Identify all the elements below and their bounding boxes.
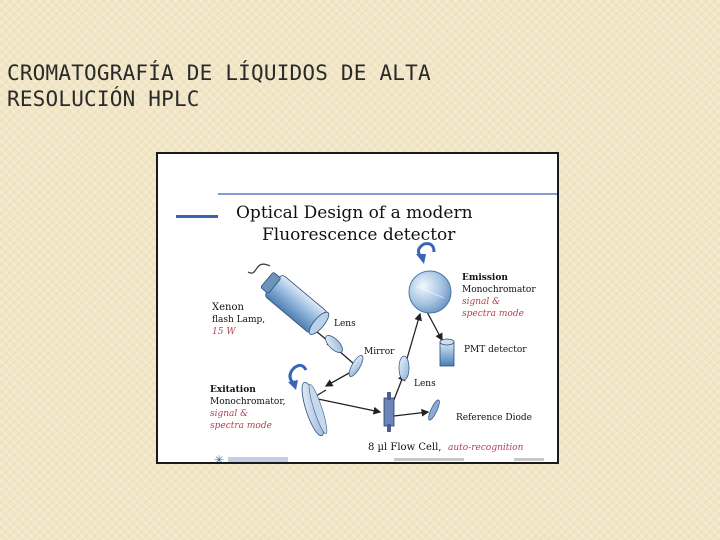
light-ray	[315, 389, 327, 397]
light-path	[309, 309, 443, 417]
figure-title-line-1: Optical Design of a modern	[236, 203, 473, 223]
label-emission-1: Emission	[462, 273, 508, 283]
emission-rotation-icon	[416, 242, 436, 264]
label-flow-cell-1: 8 µl Flow Cell,	[368, 442, 441, 453]
star-logo-icon: ✳	[214, 453, 224, 462]
label-reference-diode: Reference Diode	[456, 413, 532, 423]
slide-title-line-2: RESOLUCIÓN HPLC	[7, 87, 200, 111]
optical-diagram-figure: Optical Design of a modern Fluorescence …	[156, 152, 559, 464]
light-ray	[425, 309, 443, 342]
xenon-lamp-icon	[247, 263, 330, 335]
label-lens-2: Lens	[414, 379, 436, 389]
lens-1-icon	[325, 335, 343, 353]
label-xenon-2: flash Lamp,	[212, 315, 265, 325]
figure-footer-logo: ✳	[214, 453, 544, 462]
label-excitation-2: Monochromator,	[210, 397, 286, 407]
label-excitation-3: signal &	[210, 409, 248, 419]
figure-title-line-2: Fluorescence detector	[262, 225, 456, 245]
label-lens-1: Lens	[334, 319, 356, 329]
label-emission-4: spectra mode	[462, 309, 524, 319]
light-ray	[393, 408, 430, 417]
label-xenon-3: 15 W	[212, 327, 236, 337]
label-excitation-1: Exitation	[210, 385, 256, 395]
label-pmt-detector: PMT detector	[464, 345, 527, 355]
excitation-grating-icon	[301, 381, 328, 437]
optical-diagram-svg: Optical Design of a modern Fluorescence …	[176, 193, 557, 462]
excitation-rotation-icon	[288, 363, 308, 390]
pmt-detector-icon	[439, 338, 455, 367]
reference-diode-icon	[428, 399, 440, 421]
label-xenon-1: Xenon	[212, 302, 244, 313]
label-flow-cell-2: auto-recognition	[448, 443, 524, 453]
light-ray	[317, 398, 382, 415]
emission-grating-icon	[408, 270, 452, 314]
slide-title-line-1: CROMATOGRAFÍA DE LÍQUIDOS DE ALTA	[7, 61, 431, 85]
slide-title: CROMATOGRAFÍA DE LÍQUIDOS DE ALTA RESOLU…	[7, 60, 607, 112]
label-mirror: Mirror	[364, 347, 395, 357]
figure-accent-bar	[176, 215, 218, 218]
label-emission-2: Monochromator	[462, 285, 536, 295]
flow-cell-icon	[383, 392, 395, 432]
lens-2-icon	[398, 355, 410, 381]
mirror-icon	[348, 355, 364, 377]
label-emission-3: signal &	[462, 297, 500, 307]
light-ray	[405, 312, 422, 363]
label-excitation-4: spectra mode	[210, 421, 272, 431]
